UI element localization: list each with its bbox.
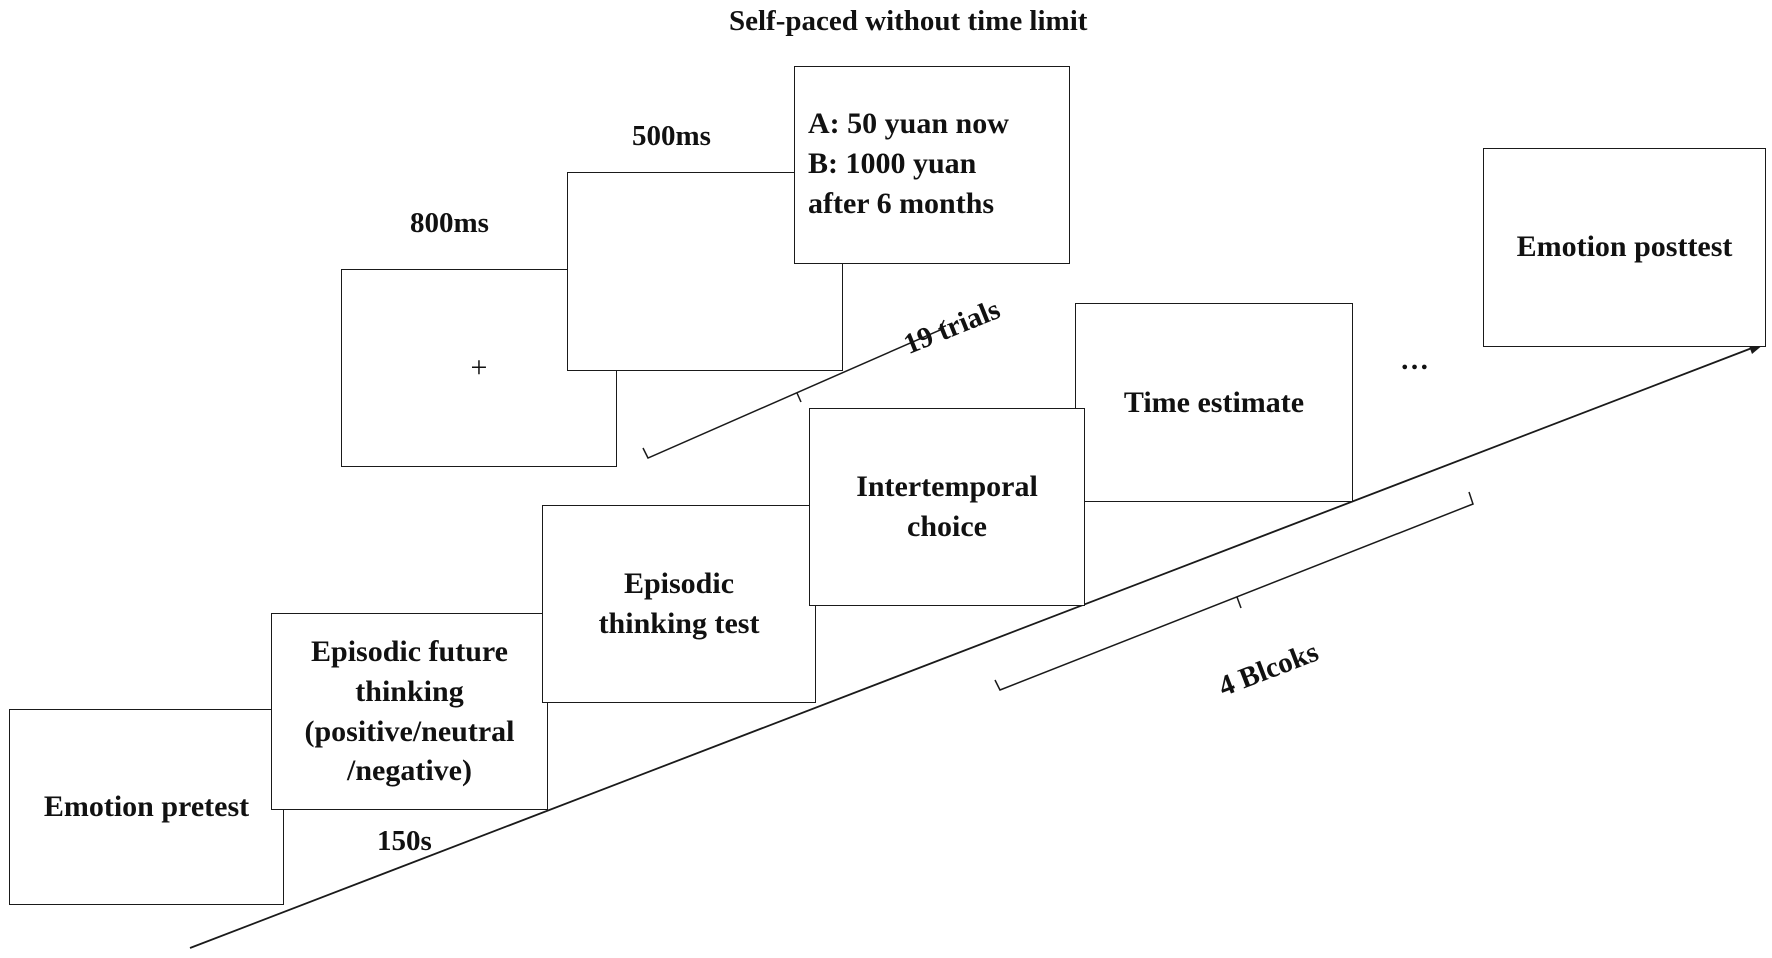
ett-line-2: thinking test <box>598 607 760 640</box>
time-estimate-label: Time estimate <box>1123 385 1305 419</box>
itc-line-2: choice <box>907 510 987 543</box>
page-title: Self-paced without time limit <box>729 5 1088 37</box>
episodic-future-thinking-box: Episodic future thinking (positive/neutr… <box>271 613 548 810</box>
eft-line-4: /negative) <box>347 754 472 788</box>
eft-line-1: Episodic future <box>311 634 508 668</box>
time-estimate-box: Time estimate <box>1075 303 1353 502</box>
ett-line-1: Episodic <box>623 567 735 601</box>
blocks-bracket <box>994 491 1474 691</box>
ellipsis-label: … <box>1400 344 1429 376</box>
blocks-bracket-tick <box>1236 596 1242 609</box>
emotion-posttest-box: Emotion posttest <box>1483 148 1766 347</box>
fixation-cross: + <box>470 351 488 385</box>
choice-option-b: B: 1000 yuan <box>808 146 977 180</box>
choice-option-a: A: 50 yuan now <box>808 107 1009 140</box>
fixation-duration-label: 800ms <box>410 207 489 239</box>
blank-duration-label: 500ms <box>632 120 711 152</box>
emotion-posttest-label: Emotion posttest <box>1516 230 1733 263</box>
itc-line-1: Intertemporal <box>856 470 1038 504</box>
trials-bracket <box>642 319 945 459</box>
eft-line-3: (positive/neutral <box>304 714 515 748</box>
intertemporal-choice-box: Intertemporal choice <box>809 408 1085 606</box>
eft-duration-label: 150s <box>377 825 432 857</box>
choice-screen-box: A: 50 yuan now B: 1000 yuan after 6 mont… <box>794 66 1070 264</box>
emotion-pretest-label: Emotion pretest <box>43 790 250 824</box>
episodic-thinking-test-box: Episodic thinking test <box>542 505 816 703</box>
timeline-arrow-line <box>189 347 1753 949</box>
emotion-pretest-box: Emotion pretest <box>9 709 284 905</box>
trials-bracket-tick <box>796 392 802 403</box>
choice-option-b-delay: after 6 months <box>808 186 995 220</box>
eft-line-2: thinking <box>355 674 464 708</box>
